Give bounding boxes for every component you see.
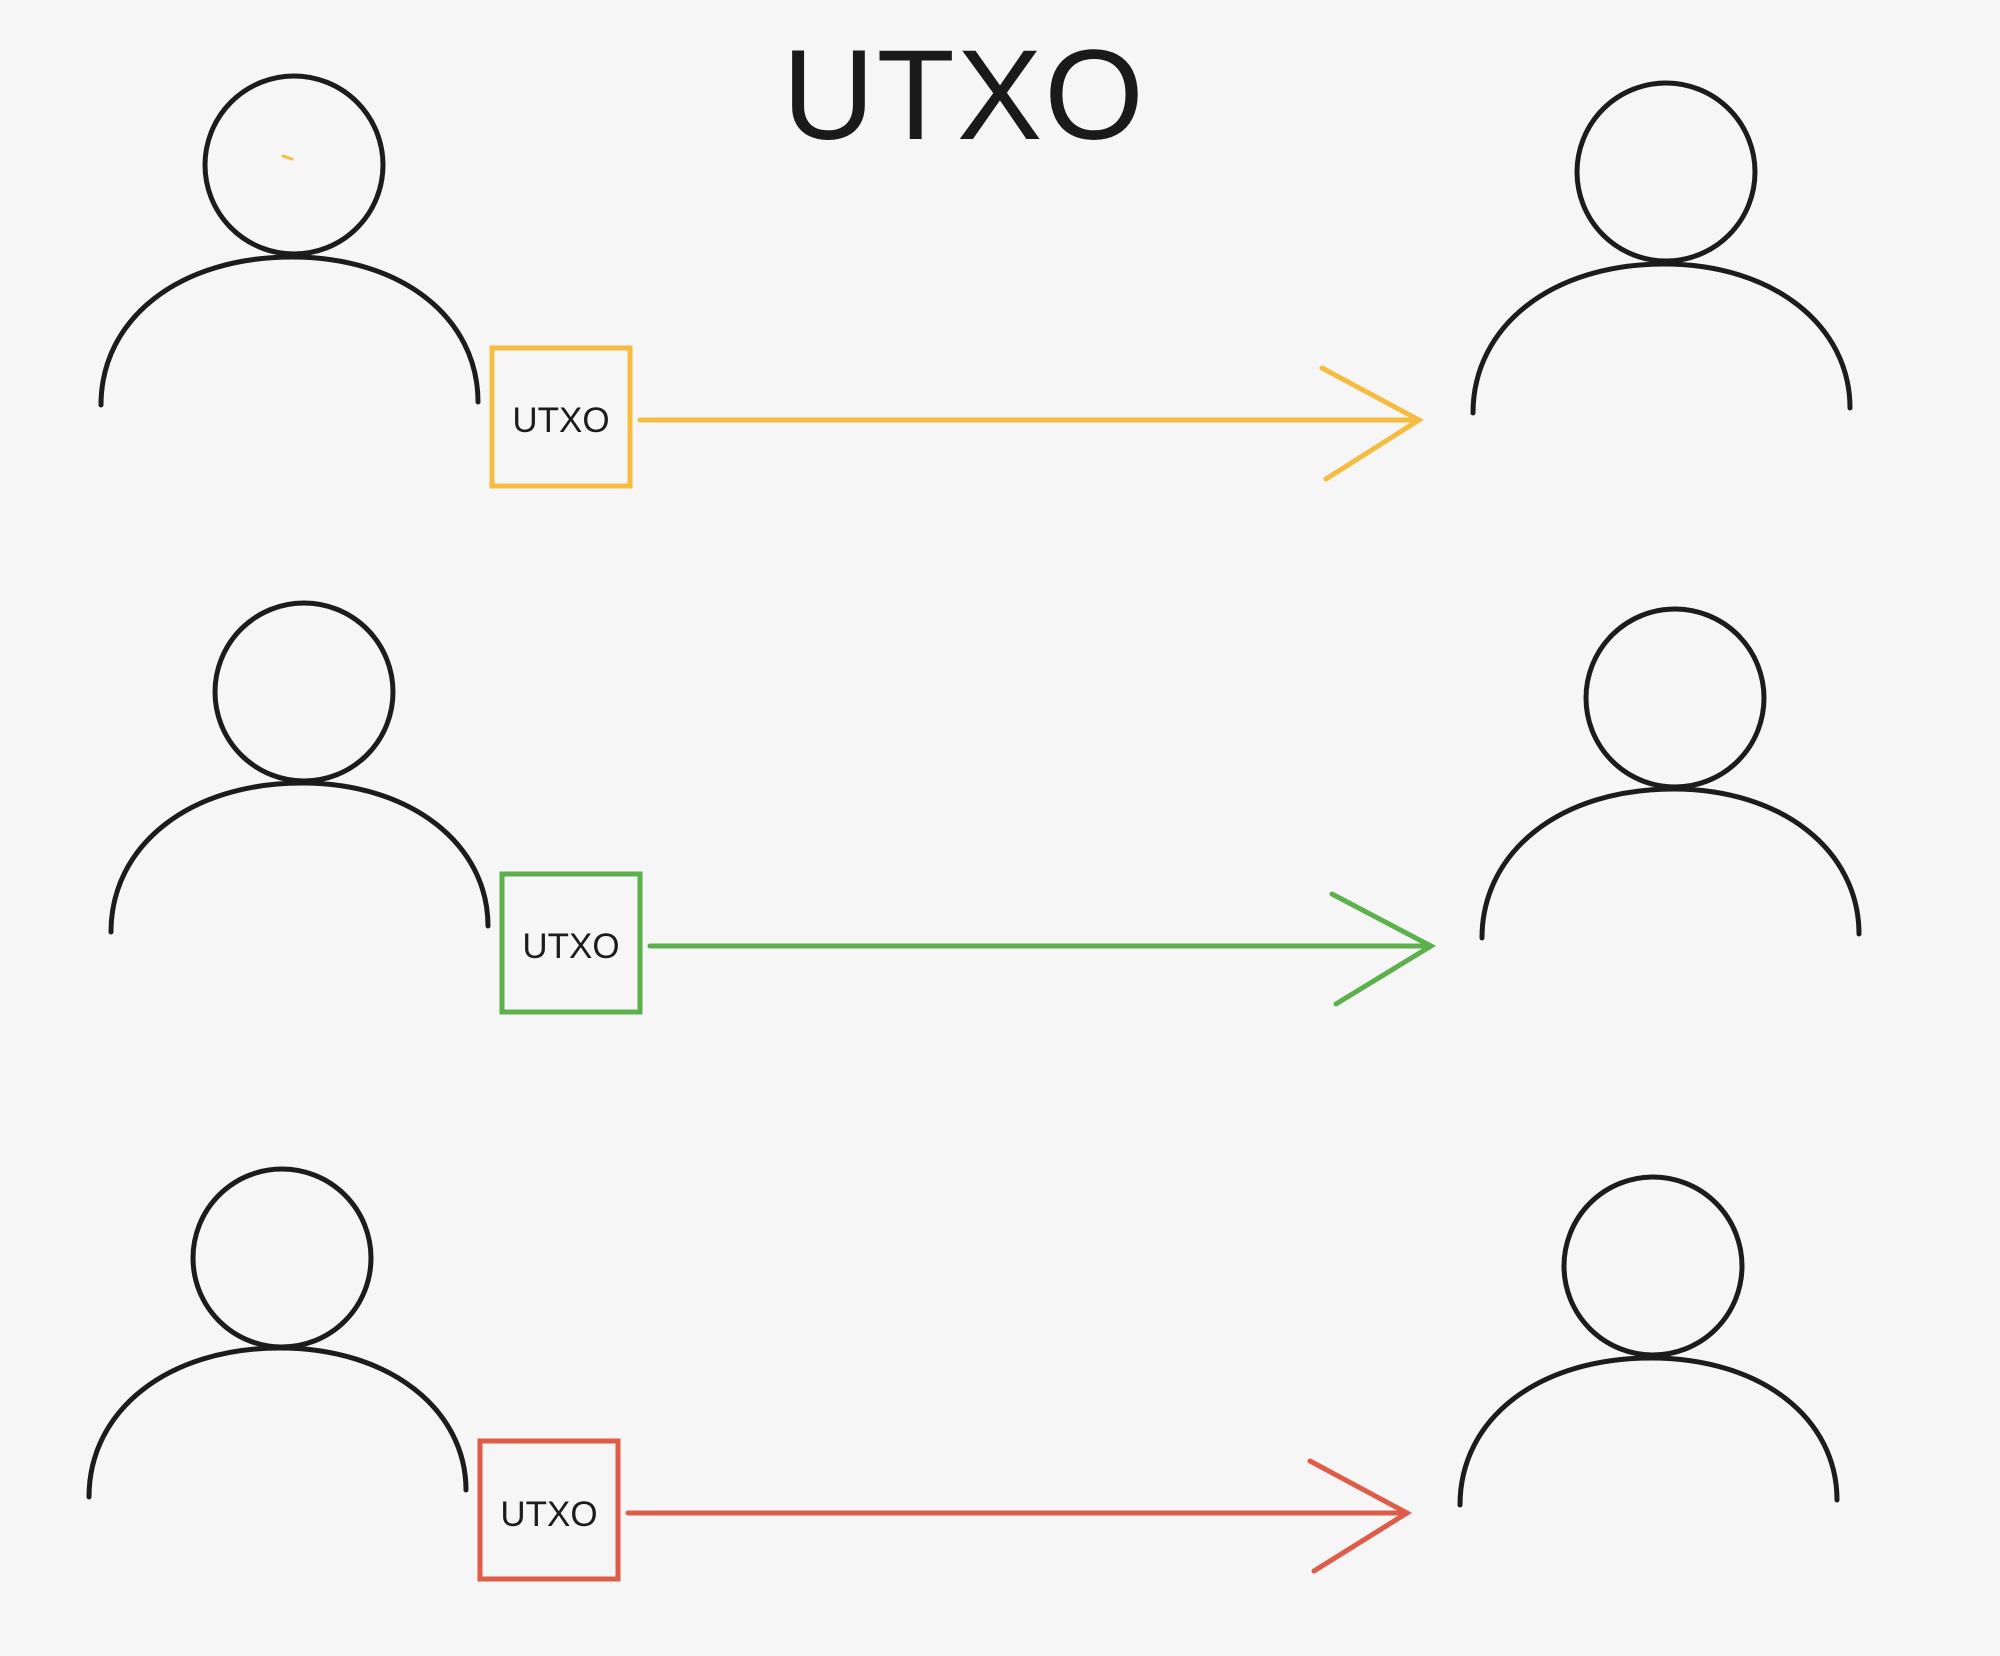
utxo-box-label: UTXO xyxy=(522,927,619,966)
diagram-title: UTXO xyxy=(782,24,1146,167)
utxo-box: UTXO xyxy=(489,345,633,489)
utxo-box-label: UTXO xyxy=(500,1495,597,1534)
transfer-arrow xyxy=(647,891,1437,1007)
transfer-row-1: UTXO xyxy=(98,73,1853,489)
utxo-box-border xyxy=(477,1438,621,1582)
sender-person-icon xyxy=(86,1166,469,1500)
utxo-box: UTXO xyxy=(477,1438,621,1582)
utxo-box-border xyxy=(489,345,633,489)
receiver-person-icon xyxy=(1470,80,1853,416)
transfer-row-3: UTXO xyxy=(86,1166,1840,1582)
utxo-box: UTXO xyxy=(499,871,643,1015)
sender-person-icon xyxy=(108,600,491,935)
utxo-box-border xyxy=(499,871,643,1015)
receiver-person-icon xyxy=(1479,606,1862,941)
receiver-person-icon xyxy=(1457,1174,1840,1508)
utxo-box-label: UTXO xyxy=(512,401,609,440)
transfer-arrow xyxy=(625,1458,1412,1574)
transfer-row-2: UTXO xyxy=(108,600,1862,1015)
transfer-arrow xyxy=(637,365,1424,482)
sender-person-icon xyxy=(98,73,481,408)
yellow-pen-mark xyxy=(281,154,294,161)
